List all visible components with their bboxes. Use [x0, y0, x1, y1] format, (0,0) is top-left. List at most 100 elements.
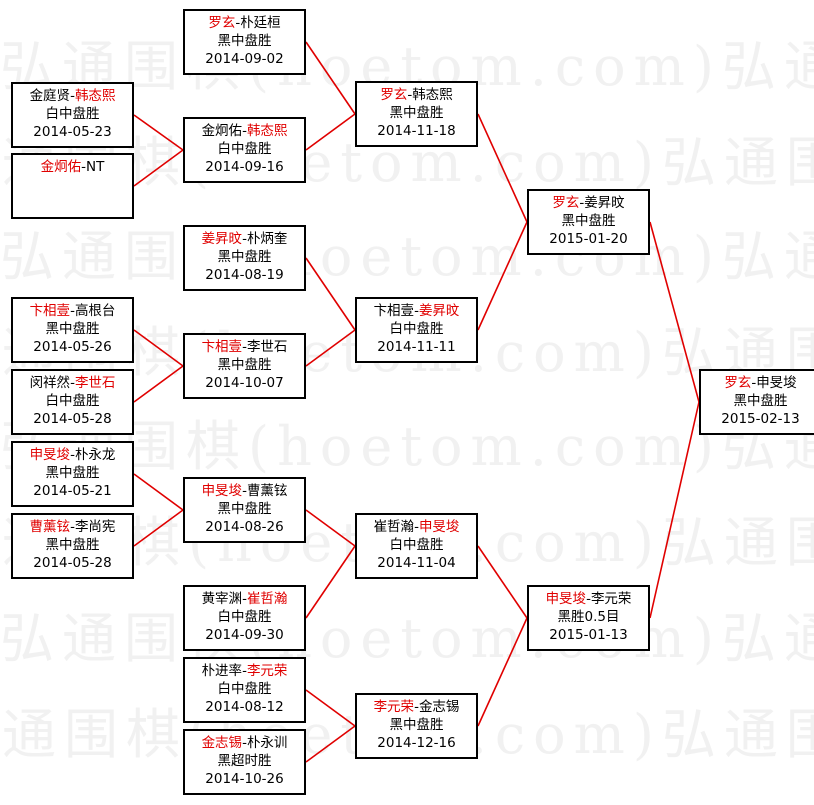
match-date: 2014-09-02: [205, 51, 284, 67]
player-white: 李元荣: [590, 591, 632, 607]
match-result: 黑中盘胜: [45, 537, 100, 553]
match-players: 申旻埈-曹薰铉: [185, 482, 304, 500]
match-box: 金炯佑-NT: [11, 153, 134, 219]
match-date: 2014-05-23: [33, 124, 112, 140]
player-white: 韩态熙: [412, 87, 453, 103]
versus-dash: -: [414, 699, 419, 715]
match-result: 黑胜0.5目: [557, 609, 620, 625]
match-date: 2014-05-21: [33, 483, 112, 499]
player-white: 韩态熙: [246, 123, 288, 139]
match-date: [13, 194, 132, 212]
match-result: 黑中盘胜: [45, 321, 100, 337]
match-result: 白中盘胜: [217, 609, 272, 625]
bracket-connector: [133, 329, 184, 367]
versus-dash: -: [242, 123, 247, 139]
match-players: 金庭贤-韩态熙: [13, 87, 132, 105]
player-white: 崔哲瀚: [246, 591, 288, 607]
player-white: 朴廷桓: [240, 15, 281, 31]
player-white: 申旻埈: [418, 519, 460, 535]
player-black: 罗玄: [380, 87, 408, 103]
match-players: 罗玄-申旻埈: [701, 374, 814, 392]
bracket-connector: [133, 365, 184, 403]
versus-dash: -: [235, 15, 241, 31]
bracket-connector: [305, 725, 356, 763]
bracket-connector: [305, 257, 356, 331]
bracket-connector: [305, 509, 356, 547]
match-date: 2014-11-04: [377, 555, 456, 571]
match-date: 2015-01-13: [549, 627, 628, 643]
player-white: 曹薰铉: [246, 483, 288, 499]
versus-dash: -: [407, 87, 413, 103]
match-result: 黑中盘胜: [217, 501, 272, 517]
match-date: 2014-05-28: [33, 411, 112, 427]
versus-dash: -: [414, 303, 419, 319]
match-date: 2014-08-26: [205, 519, 284, 535]
match-result: 白中盘胜: [217, 141, 272, 157]
match-date: 2014-10-26: [205, 771, 284, 787]
bracket-connector: [477, 113, 528, 223]
player-black: 金庭贤: [29, 88, 71, 104]
versus-dash: -: [70, 88, 75, 104]
versus-dash: -: [70, 447, 75, 463]
player-black: 闵祥然: [29, 375, 71, 391]
versus-dash: -: [242, 591, 247, 607]
match-date: 2014-09-30: [205, 627, 284, 643]
bracket-connector: [133, 149, 184, 187]
versus-dash: -: [242, 483, 247, 499]
match-date: 2015-01-20: [549, 231, 628, 247]
versus-dash: -: [70, 303, 75, 319]
player-black: 卞相壹: [201, 339, 243, 355]
player-black: 罗玄: [552, 195, 580, 211]
match-result: 黑中盘胜: [217, 33, 272, 49]
match-players: 申旻埈-李元荣: [529, 590, 648, 608]
bracket-connector: [477, 617, 528, 727]
bracket-connector: [305, 41, 356, 115]
match-players: 罗玄-朴廷桓: [185, 14, 304, 32]
player-white: 申旻埈: [756, 375, 797, 391]
match-result: 黑超时胜: [217, 753, 272, 769]
player-black: 朴进率: [201, 663, 243, 679]
versus-dash: -: [70, 375, 75, 391]
match-players: 李元荣-金志锡: [357, 698, 476, 716]
match-players: 闵祥然-李世石: [13, 374, 132, 392]
versus-dash: -: [81, 159, 86, 175]
match-result: 黑中盘胜: [217, 357, 272, 373]
player-black: 卞相壹: [373, 303, 415, 319]
match-players: 罗玄-韩态熙: [357, 86, 476, 104]
match-result: 白中盘胜: [45, 393, 100, 409]
match-result: 黑中盘胜: [217, 249, 272, 265]
match-result: 黑中盘胜: [45, 465, 100, 481]
match-players: 崔哲瀚-申旻埈: [357, 518, 476, 536]
player-black: 金炯佑: [40, 159, 82, 175]
bracket-connector: [477, 545, 528, 619]
match-box: 申旻埈-曹薰铉黑中盘胜 2014-08-26: [183, 477, 306, 543]
match-players: 卞相壹-李世石: [185, 338, 304, 356]
bracket-connector: [133, 114, 184, 151]
versus-dash: -: [242, 735, 247, 751]
match-result: 白中盘胜: [389, 537, 444, 553]
match-date: 2014-12-16: [377, 735, 456, 751]
player-black: 崔哲瀚: [373, 519, 415, 535]
player-white: 李世石: [246, 339, 288, 355]
match-box: 申旻埈-李元荣黑胜0.5目 2015-01-13: [527, 585, 650, 651]
player-white: 朴永龙: [74, 447, 116, 463]
player-white: 朴炳奎: [246, 231, 288, 247]
player-white: NT: [86, 159, 105, 175]
match-players: 黄宰渊-崔哲瀚: [185, 590, 304, 608]
match-date: 2014-08-12: [205, 699, 284, 715]
player-white: 李世石: [74, 375, 116, 391]
match-date: 2014-11-18: [377, 123, 456, 139]
match-players: 曹薰铉-李尚宪: [13, 518, 132, 536]
